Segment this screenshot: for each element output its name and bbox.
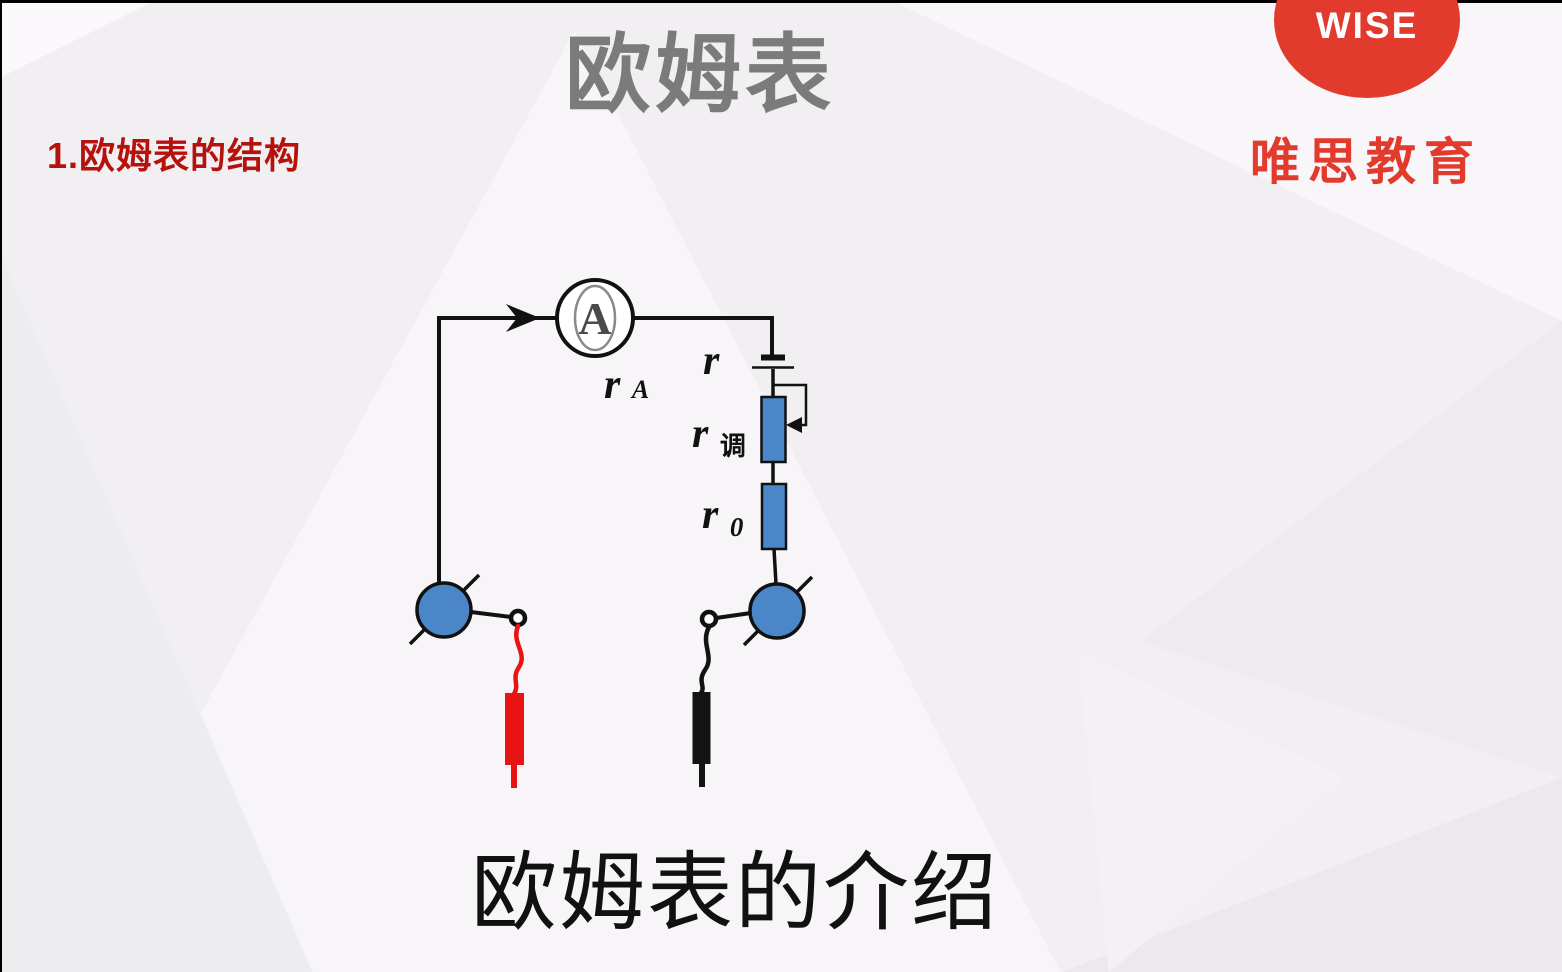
wise-logo-text: WISE [1315,5,1419,46]
binding-post-right [699,609,719,629]
rheostat-wiper-wire [773,383,808,427]
wire-r0-to-terminal [772,548,778,585]
terminal-left [408,573,481,646]
label-fixed-resistor: r 0 [702,492,744,542]
ammeter-symbol: A [555,278,635,358]
black-probe-tip [699,764,705,787]
ammeter-ellipse [573,284,617,352]
black-probe-body [692,692,711,764]
terminal-right [742,575,814,647]
red-probe-lead [511,623,524,697]
binding-post-left [508,608,528,628]
black-probe-lead [698,624,712,696]
label-battery-resistance: r [703,338,720,384]
label-ammeter-resistance: r A [604,362,649,408]
red-probe-body [505,693,524,765]
video-top-edge [0,0,1562,3]
section-heading: 1.欧姆表的结构 [47,135,302,176]
video-left-edge [0,0,2,972]
black-probe [692,692,711,787]
brand-name: 唯思教育 [1250,134,1482,190]
rheostat-wiper-arrow-icon [786,417,802,433]
wire-left-branch [437,316,557,583]
adjustable-resistor-body [760,395,787,464]
red-probe-tip [511,765,517,788]
slide-caption: 欧姆表的介绍 [471,845,999,941]
ammeter-letter: A [578,293,611,344]
red-probe [505,693,524,788]
label-adjustable-resistor: r 调 [692,411,746,461]
wire-right-post [715,611,752,620]
battery-symbol [752,354,794,369]
page-title: 欧姆表 [565,27,835,123]
wire-left-post [470,610,512,619]
wire-top-right [633,316,774,355]
terminal-right-circle [748,582,806,640]
fixed-resistor-body [760,482,788,551]
terminal-left-circle [415,581,473,639]
current-arrow-icon [506,304,540,332]
